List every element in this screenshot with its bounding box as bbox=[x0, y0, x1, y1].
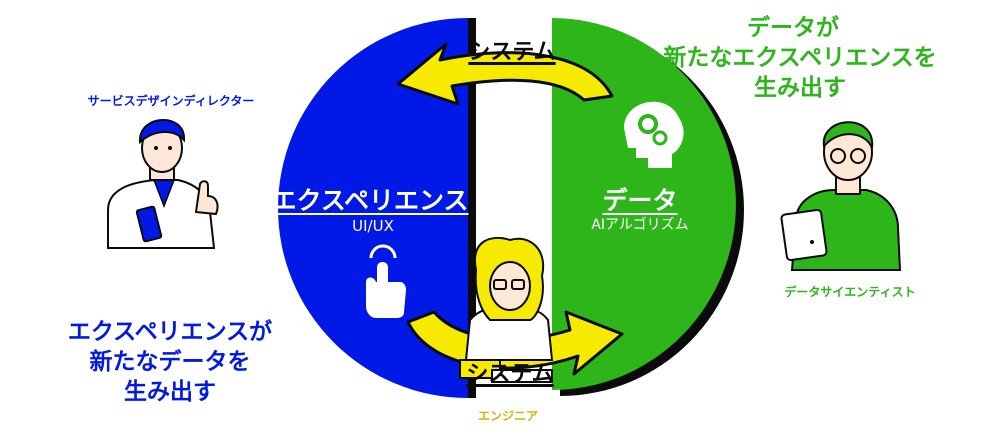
scientist-illustration bbox=[780, 121, 902, 271]
role-scientist-label: データサイエンティスト bbox=[784, 285, 916, 299]
experience-half-shadow bbox=[468, 18, 476, 398]
engineer-illustration bbox=[459, 236, 554, 383]
hand-pointer-icon bbox=[366, 244, 406, 318]
top-right-caption-line3: 生み出す bbox=[754, 75, 846, 101]
experience-title: エクスペリエンス bbox=[271, 186, 469, 215]
system-bottom-label: システム bbox=[466, 362, 554, 387]
bottom-left-caption-line2: 新たなデータを bbox=[89, 349, 251, 375]
system-top-label: システム bbox=[468, 40, 556, 65]
bottom-left-caption-line1: エクスペリエンスが bbox=[67, 319, 273, 345]
data-subtitle: AIアルゴリズム bbox=[591, 217, 689, 233]
experience-half-circle bbox=[278, 18, 468, 398]
gear-head-icon bbox=[624, 101, 684, 168]
role-director-label: サービスデザインディレクター bbox=[87, 94, 255, 108]
system-arrow-top bbox=[396, 42, 614, 106]
data-half-circle bbox=[552, 18, 736, 390]
role-engineer-label: エンジニア bbox=[477, 409, 539, 423]
top-right-caption-line2: 新たなエクスペリエンスを bbox=[663, 45, 937, 71]
data-title: データ bbox=[602, 186, 678, 215]
top-right-caption-line1: データが bbox=[747, 15, 839, 41]
experience-subtitle: UI/UX bbox=[352, 217, 394, 235]
director-illustration bbox=[107, 119, 219, 249]
bottom-left-caption-line3: 生み出す bbox=[124, 379, 216, 405]
